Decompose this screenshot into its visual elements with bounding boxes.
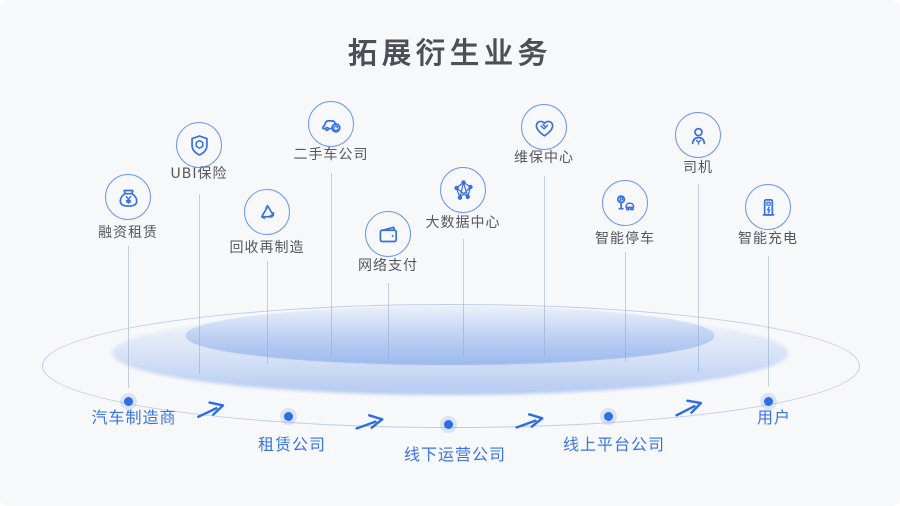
service-label: 网络支付 — [358, 258, 418, 274]
service-label: 融资租赁 — [98, 225, 158, 241]
connector-line — [625, 252, 626, 362]
platform-disc-inner — [186, 306, 714, 364]
parking-meter-car-icon — [616, 194, 634, 211]
wallet-icon — [379, 225, 397, 242]
connector-line — [267, 261, 268, 364]
connector-line — [544, 176, 545, 358]
icon-circle — [745, 184, 791, 230]
connector-line — [463, 239, 464, 356]
icon-circle — [105, 174, 151, 220]
used-car-icon — [321, 119, 341, 133]
icon-circle — [176, 122, 222, 168]
flow-arrow-icon — [353, 410, 391, 434]
icon-circle — [244, 189, 290, 235]
service-label: 司机 — [683, 160, 713, 176]
icon-circle — [365, 211, 411, 257]
connector-line — [698, 184, 699, 372]
big-data-network-icon — [453, 179, 473, 200]
page-title: 拓展衍生业务 — [347, 36, 552, 70]
service-label: UBI保险 — [170, 166, 228, 182]
handshake-heart-icon — [535, 120, 553, 137]
flow-label-auto-manufacturer: 汽车制造商 — [91, 408, 177, 427]
connector-line — [199, 194, 200, 374]
icon-circle — [602, 180, 648, 226]
service-label: 智能停车 — [595, 231, 655, 247]
flow-arrow-icon — [513, 409, 551, 433]
service-label: 回收再制造 — [229, 240, 305, 256]
money-bag-icon — [118, 189, 138, 207]
icon-circle — [440, 167, 486, 213]
connector-line — [388, 283, 389, 360]
charging-station-icon — [761, 198, 775, 216]
flow-node-dot — [604, 412, 613, 421]
flow-label-user: 用户 — [756, 408, 791, 427]
icon-circle — [675, 112, 721, 158]
recycle-icon — [260, 204, 274, 219]
flow-node-dot — [124, 397, 133, 406]
flow-arrow-icon — [193, 395, 232, 422]
service-label: 二手车公司 — [293, 147, 369, 163]
flow-node-dot — [284, 412, 293, 421]
driver-person-icon — [691, 127, 705, 145]
flow-label-online-platform-company: 线上平台公司 — [562, 435, 665, 454]
connector-line — [331, 173, 332, 358]
service-label: 大数据中心 — [425, 215, 501, 231]
icon-circle — [308, 101, 354, 147]
flow-label-leasing-company: 租赁公司 — [257, 435, 326, 454]
connector-line — [768, 256, 769, 386]
flow-node-dot — [444, 420, 453, 429]
shield-icon — [190, 134, 208, 156]
service-label: 智能充电 — [738, 231, 798, 247]
flow-arrow-icon — [671, 393, 711, 421]
service-label: 维保中心 — [514, 150, 574, 166]
flow-label-offline-operating-company: 线下运营公司 — [403, 445, 506, 464]
connector-line — [128, 246, 129, 388]
icon-circle — [521, 104, 567, 150]
flow-node-dot — [764, 397, 773, 406]
